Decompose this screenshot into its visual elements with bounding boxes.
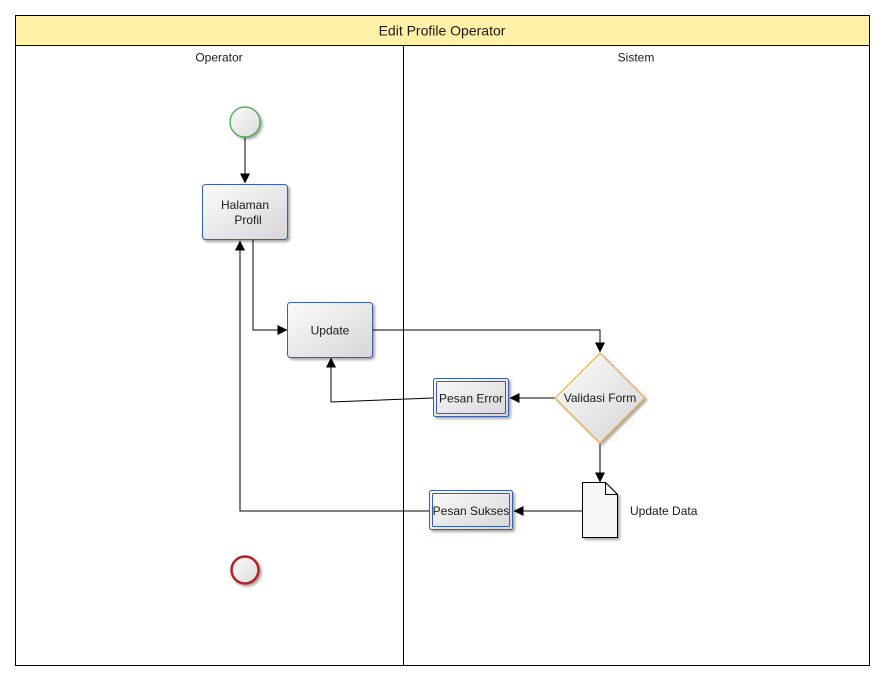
task-pesan-error: Pesan Error: [433, 378, 509, 417]
task-halaman-profil: Halaman Profil: [202, 184, 288, 240]
diagram-title: Edit Profile Operator: [379, 23, 506, 39]
task-update-label: Update: [311, 324, 350, 338]
arrow-update-to-validasi: [373, 329, 605, 353]
data-object-update-data-label: Update Data: [630, 504, 698, 518]
title-bar: [15, 15, 870, 46]
decision-validasi-form-label: Validasi Form: [564, 391, 636, 405]
task-pesan-sukses-label: Pesan Sukses: [433, 504, 510, 518]
arrow-sukses-to-halaman: [235, 240, 429, 512]
task-halaman-profil-line1: Halaman: [221, 198, 269, 212]
arrow-error-to-update: [326, 357, 434, 403]
lane-label-operator: Operator: [195, 51, 242, 65]
lane-label-sistem: Sistem: [618, 51, 655, 65]
connectors: [235, 137, 605, 516]
task-halaman-profil-line2: Profil: [234, 213, 261, 227]
pool-frame: [15, 15, 870, 666]
task-pesan-sukses: Pesan Sukses: [429, 490, 513, 530]
arrow-halaman-to-update: [252, 240, 288, 335]
decision-validasi-form: Validasi Form: [554, 352, 646, 444]
start-event: [229, 106, 261, 138]
data-object-update-data: Update Data: [582, 482, 698, 538]
end-event: [230, 555, 260, 585]
task-update: Update: [287, 302, 373, 358]
task-pesan-error-label: Pesan Error: [439, 392, 503, 406]
